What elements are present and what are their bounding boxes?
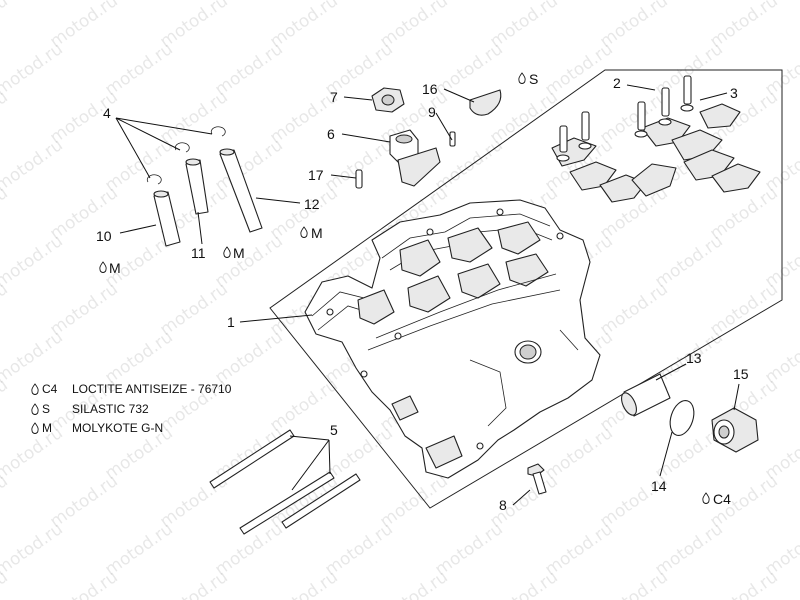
legend-code-m: M — [42, 421, 52, 435]
watermark-text: motod.ru — [0, 327, 67, 388]
drop-icon — [31, 422, 39, 434]
lube-mark-m-11: M — [233, 245, 245, 261]
watermark-text: motod.ru — [0, 0, 12, 52]
dowel-pin — [449, 131, 456, 147]
o-ring — [669, 399, 695, 437]
watermark-text: motod.ru — [46, 567, 121, 600]
lubricant-legend: C4 LOCTITE ANTISEIZE - 76710 S SILASTIC … — [42, 382, 232, 435]
roll-pin — [355, 169, 363, 189]
cylinder-head — [304, 199, 601, 479]
leader-lines — [115, 84, 740, 506]
callout-8: 8 — [499, 497, 507, 513]
callout-9: 9 — [428, 104, 436, 120]
callout-17: 17 — [308, 167, 324, 183]
drop-icon — [702, 492, 710, 504]
legend-desc-s: SILASTIC 732 — [72, 402, 149, 416]
hex-bolt — [527, 463, 547, 495]
sleeve — [621, 373, 671, 417]
drop-icon — [518, 72, 526, 84]
watermark-text: motod.ru — [0, 231, 67, 292]
watermark-text: motod.ru — [0, 471, 12, 532]
threaded-plug — [711, 407, 759, 453]
drop-icon — [223, 246, 231, 258]
callout-15: 15 — [733, 366, 749, 382]
legend-code-s: S — [42, 402, 50, 416]
watermark-text: motod.ru — [706, 567, 781, 600]
callout-10: 10 — [96, 228, 112, 244]
callout-11: 11 — [191, 245, 206, 261]
watermark-text: motod.ru — [0, 0, 67, 4]
callout-4: 4 — [103, 105, 111, 121]
callout-16: 16 — [422, 81, 438, 97]
lube-mark-m-10: M — [109, 260, 121, 276]
callout-1: 1 — [227, 314, 235, 330]
assembly-reference-plane — [269, 69, 783, 509]
watermark-text: motod.ru — [0, 183, 12, 244]
watermark-text: motod.ru — [0, 567, 12, 600]
legend-desc-c4: LOCTITE ANTISEIZE - 76710 — [72, 382, 232, 396]
callout-12: 12 — [304, 196, 320, 212]
callout-14: 14 — [651, 478, 667, 494]
flange-nut — [371, 87, 405, 113]
callout-6: 6 — [327, 126, 335, 142]
drop-icon — [31, 383, 39, 395]
callout-7: 7 — [330, 89, 338, 105]
lube-mark-s-16: S — [529, 71, 538, 87]
watermark-text: motod.ru — [0, 279, 12, 340]
half-round-plug — [469, 89, 502, 116]
watermark-text: motod.ru — [0, 135, 67, 196]
drop-icon — [99, 261, 107, 273]
lube-mark-m-12: M — [311, 225, 323, 241]
tensioner-block — [389, 129, 441, 187]
watermark-text: motod.ru — [0, 375, 12, 436]
legend-code-c4: C4 — [42, 382, 58, 396]
watermark-text: motod.ru — [0, 39, 67, 100]
callout-13: 13 — [686, 350, 702, 366]
head-studs — [209, 429, 361, 535]
watermark-text: motod.ru — [0, 87, 12, 148]
drop-icon — [300, 226, 308, 238]
watermark-text: motod.ru — [376, 567, 451, 600]
watermark-text: motod.ru — [486, 567, 561, 600]
callout-2: 2 — [613, 75, 621, 91]
callout-3: 3 — [730, 85, 738, 101]
watermark-text: motod.ru — [0, 519, 67, 580]
callout-5: 5 — [330, 422, 338, 438]
drop-icon — [31, 403, 39, 415]
watermark-text: motod.ru — [596, 567, 671, 600]
rocker-shafts — [153, 148, 263, 247]
legend-desc-m: MOLYKOTE G-N — [72, 421, 163, 435]
watermark-text: motod.ru — [266, 567, 341, 600]
watermark-text: motod.ru — [0, 423, 67, 484]
camshaft-caps — [551, 103, 761, 203]
watermark-text: motod.ru — [156, 567, 231, 600]
cap-bolts — [556, 75, 694, 162]
lube-mark-c4-15: C4 — [713, 491, 731, 507]
